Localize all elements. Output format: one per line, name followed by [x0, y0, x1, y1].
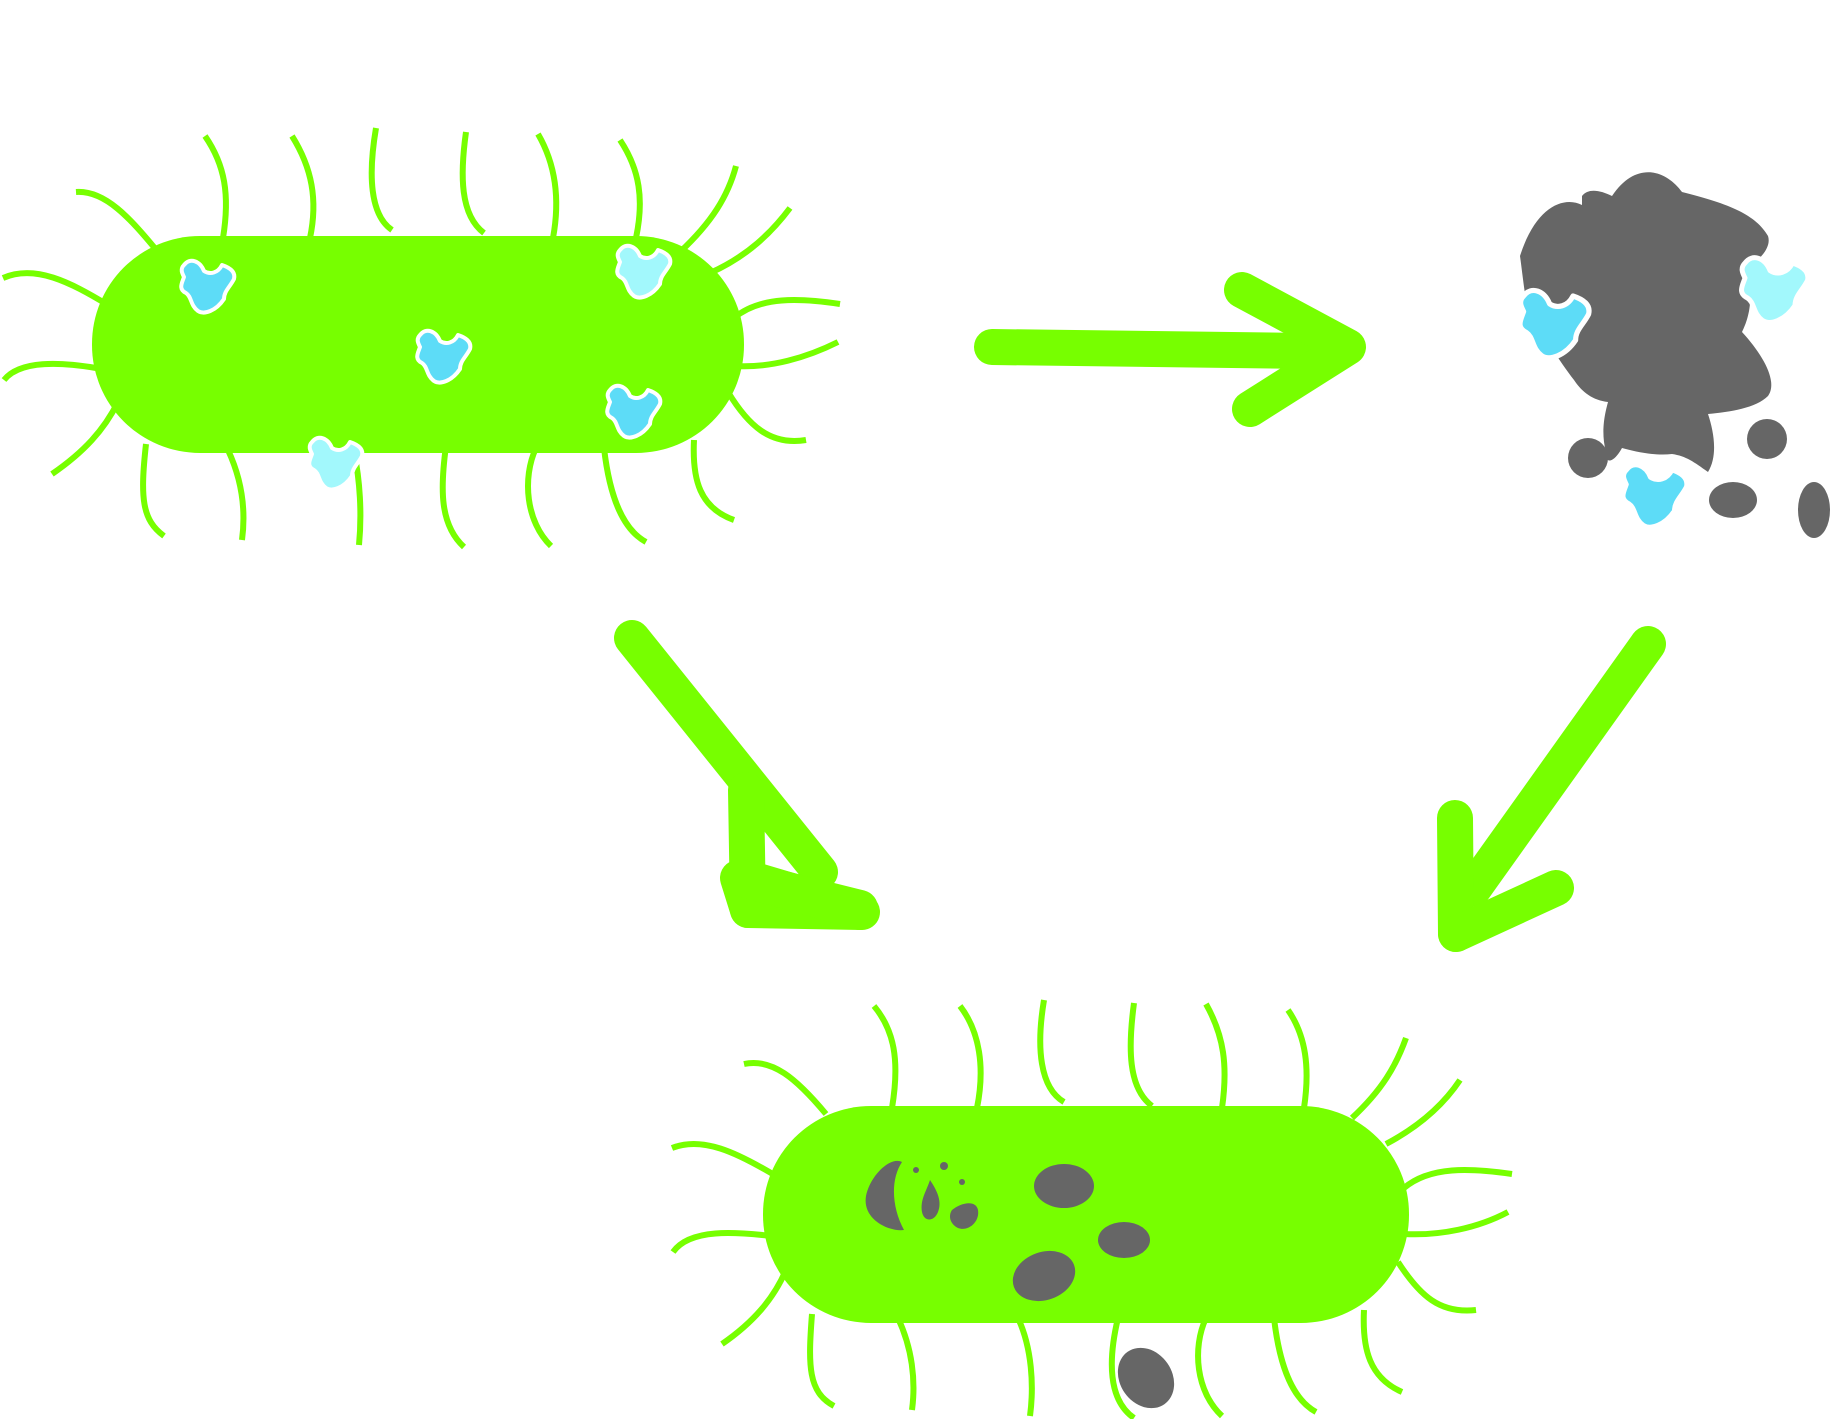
- debris-cloud-icon: [1520, 172, 1772, 472]
- lysed-cell: [1520, 172, 1830, 538]
- bacterium-with-antigens: [1, 127, 841, 550]
- antigen-icon: [1742, 258, 1808, 323]
- debris-fragments: [1568, 419, 1830, 538]
- antigen-icon: [1623, 465, 1687, 527]
- fragment-icon: [921, 1180, 940, 1220]
- fragment-icon: [1117, 1347, 1175, 1409]
- fragment-icon: [865, 1160, 904, 1231]
- internal-debris: [865, 1160, 1175, 1409]
- fragment-icon: [1012, 1250, 1076, 1302]
- cell-body: [763, 1106, 1409, 1323]
- fragment-icon: [1034, 1164, 1094, 1208]
- arrow-right-icon: [974, 272, 1366, 427]
- fragment-icon: [1798, 482, 1830, 538]
- arrow-down-right-icon: [614, 620, 880, 930]
- fragment-icon: [950, 1203, 979, 1229]
- fragment-icon: [940, 1162, 948, 1170]
- fragment-icon: [913, 1167, 919, 1173]
- fragment-icon: [1709, 482, 1757, 518]
- fragment-icon: [959, 1179, 965, 1185]
- arrow-down-left-icon: [1437, 626, 1666, 952]
- flagella: [1, 127, 841, 550]
- fragment-icon: [1747, 419, 1787, 459]
- bacterium-with-debris: [670, 999, 1513, 1419]
- fragment-icon: [1098, 1222, 1150, 1258]
- fragment-icon: [1568, 438, 1608, 478]
- flagella: [670, 999, 1513, 1419]
